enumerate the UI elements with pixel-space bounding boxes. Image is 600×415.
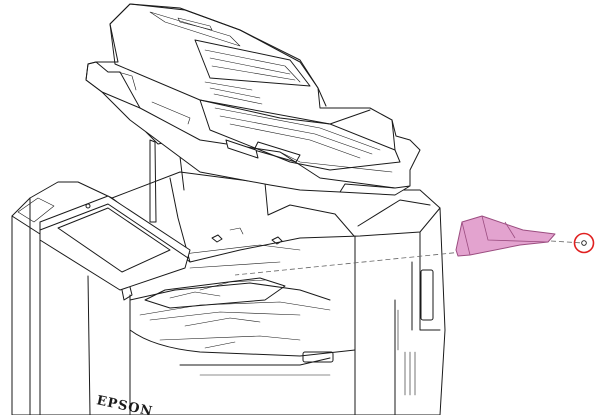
screw-callout — [573, 232, 595, 254]
control-panel — [39, 195, 191, 301]
adf-scanner-unit — [85, 3, 421, 223]
highlighted-cover-part — [455, 215, 556, 257]
screw-icon — [581, 240, 587, 246]
